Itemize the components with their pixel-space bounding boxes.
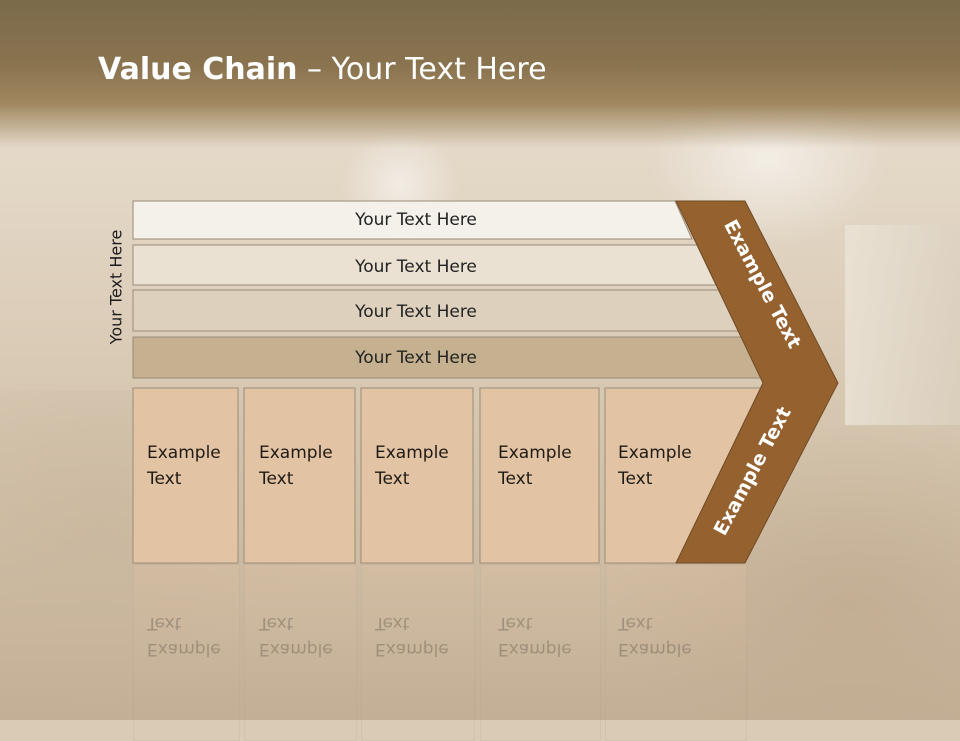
column-1-line2: Text — [147, 469, 182, 489]
column-3-text: Example Text — [375, 440, 449, 492]
column-4-line1: Example — [498, 443, 572, 463]
column-box-1 — [132, 387, 239, 564]
column-1-line1: Example — [147, 443, 221, 463]
column-2-text: Example Text — [259, 440, 333, 492]
column-3-line2: Text — [375, 469, 410, 489]
chevron-arrow — [675, 200, 839, 564]
column-4-line2: Text — [498, 469, 533, 489]
column-4-text: Example Text — [498, 440, 572, 492]
column-box-2 — [243, 387, 356, 564]
bar-2-label: Your Text Here — [354, 257, 477, 277]
slide-title: Value Chain – Your Text Here — [98, 52, 547, 87]
bar-4-label: Your Text Here — [354, 348, 477, 368]
column-5-text: Example Text — [618, 440, 692, 492]
value-chain-diagram: Your Text Here Your Text Here Your Text … — [132, 200, 839, 564]
column-3-line1: Example — [375, 443, 449, 463]
column-box-3 — [360, 387, 474, 564]
background-wall — [845, 225, 960, 425]
column-box-4 — [479, 387, 600, 564]
bar-1 — [132, 200, 693, 240]
bar-3-label: Your Text Here — [354, 302, 477, 322]
title-bold: Value Chain — [98, 52, 298, 87]
title-rest: – Your Text Here — [297, 52, 547, 87]
column-1-text: Example Text — [147, 440, 221, 492]
bar-1-label: Your Text Here — [354, 210, 477, 230]
column-5-line1: Example — [618, 443, 692, 463]
column-5-line2: Text — [618, 469, 653, 489]
column-2-line2: Text — [259, 469, 294, 489]
header-band — [0, 0, 960, 148]
column-2-line1: Example — [259, 443, 333, 463]
